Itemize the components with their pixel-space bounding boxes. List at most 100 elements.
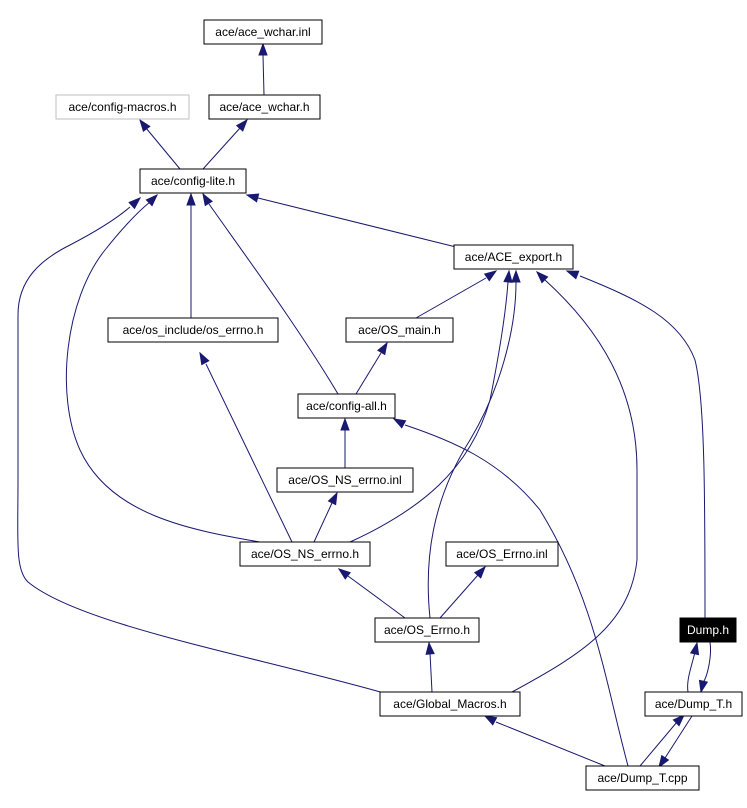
edge-dump-t-cpp-to-config-all-line	[404, 424, 629, 767]
node-label: ace/Dump_T.cpp	[597, 771, 687, 785]
node-label: ace/os_include/os_errno.h	[123, 323, 264, 337]
edge-config-lite-to-config-macros-arrowhead	[139, 118, 151, 133]
edge-dump-h-to-dump-t-h-line	[702, 641, 711, 684]
node-os-errno-inl[interactable]: ace/OS_Errno.inl	[445, 541, 559, 567]
node-label: ace/OS_NS_errno.h	[251, 547, 359, 561]
edge-os-errno-h-to-ace-export	[427, 269, 521, 619]
node-global-macros[interactable]: ace/Global_Macros.h	[379, 691, 521, 717]
edge-wchar-h-to-wchar-inl-line	[262, 54, 265, 96]
edge-os-ns-errno-h-to-ace-export-line	[349, 281, 509, 543]
node-dump-h[interactable]: Dump.h	[679, 617, 737, 643]
edge-global-macros-to-os-errno-h-arrowhead	[425, 641, 435, 655]
edge-os-ns-errno-inl-to-config-all	[340, 417, 350, 468]
edge-os-include-errno-to-config-lite-arrowhead	[186, 192, 196, 206]
node-config-all[interactable]: ace/config-all.h	[297, 393, 396, 419]
edge-os-ns-errno-h-to-os-include-errno-arrowhead	[199, 351, 210, 366]
edge-os-errno-h-to-os-ns-errno-h-arrowhead	[337, 568, 351, 580]
edge-dump-t-h-to-dump-t-cpp-arrowhead	[658, 754, 670, 769]
edge-wchar-h-to-wchar-inl	[258, 42, 268, 96]
edge-dump-t-h-to-ace-export-line	[579, 275, 706, 619]
edge-dump-t-cpp-to-dump-t-h	[639, 713, 686, 767]
edge-os-ns-errno-inl-to-config-all-arrowhead	[340, 417, 350, 431]
edge-config-lite-to-wchar-h-arrowhead	[235, 118, 248, 132]
node-label: ace/ace_wchar.inl	[215, 25, 310, 39]
edge-dump-t-cpp-to-global-macros	[483, 715, 606, 767]
edge-dump-t-h-to-ace-export	[565, 270, 706, 619]
edge-ace-export-to-config-lite-line	[257, 197, 457, 248]
edge-config-lite-to-wchar-h	[202, 118, 248, 170]
edge-global-macros-to-ace-export-line	[511, 279, 638, 693]
edge-os-ns-errno-h-to-ace-export	[349, 269, 513, 543]
edge-global-macros-to-ace-export	[511, 270, 638, 693]
edge-dump-t-h-to-dump-h	[687, 641, 700, 693]
edge-os-errno-h-to-ace-export-line	[427, 281, 517, 619]
edge-global-macros-to-os-errno-h	[425, 641, 435, 693]
node-os-include-errno[interactable]: ace/os_include/os_errno.h	[107, 317, 279, 343]
edge-config-all-to-config-lite-arrowhead	[202, 192, 213, 207]
edge-dump-t-cpp-to-config-all	[392, 418, 629, 767]
edge-dump-t-cpp-to-dump-t-h-arrowhead	[672, 713, 686, 727]
edge-dump-t-cpp-to-global-macros-line	[495, 721, 606, 767]
node-label: ace/Global_Macros.h	[393, 697, 506, 711]
node-label: ace/OS_Errno.h	[384, 623, 470, 637]
edge-os-include-errno-to-config-lite	[186, 192, 196, 318]
node-config-macros: ace/config-macros.h	[55, 94, 190, 120]
edge-global-macros-to-config-lite-arrowhead	[128, 197, 142, 210]
graph-edges	[17, 42, 711, 769]
edge-os-main-to-ace-export	[415, 270, 498, 319]
node-config-lite[interactable]: ace/config-lite.h	[139, 168, 247, 194]
node-label: ace/OS_NS_errno.inl	[288, 473, 401, 487]
edge-dump-t-h-to-dump-t-cpp-line	[664, 715, 693, 759]
graph-nodes: ace/ace_wchar.inl ace/config-macros.h ac…	[55, 19, 743, 791]
edge-global-macros-to-ace-export-arrowhead	[535, 270, 549, 284]
node-label: ace/OS_Errno.inl	[456, 547, 547, 561]
node-dump-t-cpp[interactable]: ace/Dump_T.cpp	[585, 765, 700, 791]
node-os-main[interactable]: ace/OS_main.h	[345, 317, 454, 343]
edge-ace-export-to-config-lite-arrowhead	[245, 193, 260, 203]
edge-config-lite-to-config-macros	[139, 118, 181, 170]
edge-dump-h-to-dump-t-h	[698, 641, 711, 694]
edge-config-all-to-os-main	[355, 341, 388, 395]
edge-config-all-to-config-lite-line	[208, 203, 339, 395]
edge-os-ns-errno-h-to-os-ns-errno-inl-arrowhead	[327, 491, 338, 506]
edge-os-errno-h-to-os-errno-inl-arrowhead	[473, 565, 486, 579]
node-os-errno-h[interactable]: ace/OS_Errno.h	[374, 617, 480, 643]
edge-os-ns-errno-h-to-os-include-errno-line	[205, 363, 293, 543]
node-label: ace/Dump_T.h	[655, 697, 732, 711]
node-dump-t-h[interactable]: ace/Dump_T.h	[644, 691, 743, 717]
edge-config-lite-to-config-macros-line	[145, 127, 181, 170]
edge-dump-t-cpp-to-global-macros-arrowhead	[483, 715, 498, 726]
node-label: ace/config-macros.h	[68, 100, 176, 114]
node-label: ace/ACE_export.h	[465, 250, 562, 264]
edge-os-ns-errno-h-to-os-ns-errno-inl	[313, 491, 338, 543]
edge-dump-t-h-to-dump-h-arrowhead	[689, 641, 700, 656]
node-ace-wchar-h[interactable]: ace/ace_wchar.h	[208, 94, 321, 120]
node-ace-export[interactable]: ace/ACE_export.h	[453, 244, 574, 270]
edge-global-macros-to-os-errno-h-line	[429, 652, 433, 693]
edge-os-main-to-ace-export-arrowhead	[483, 270, 498, 282]
node-os-ns-errno-inl[interactable]: ace/OS_NS_errno.inl	[276, 467, 414, 493]
edge-config-all-to-config-lite	[202, 192, 339, 395]
edge-config-all-to-os-main-arrowhead	[377, 341, 388, 356]
edge-dump-t-h-to-dump-t-cpp	[658, 715, 693, 769]
edge-os-ns-errno-h-to-os-ns-errno-inl-line	[313, 502, 333, 543]
node-label: ace/ace_wchar.h	[219, 100, 309, 114]
edge-global-macros-to-config-lite-line	[17, 206, 385, 694]
edge-dump-t-h-to-dump-h-line	[687, 651, 696, 693]
edge-ace-export-to-config-lite	[245, 193, 457, 248]
edge-os-ns-errno-h-to-config-lite-arrowhead	[145, 193, 159, 207]
node-os-ns-errno-h[interactable]: ace/OS_NS_errno.h	[239, 541, 371, 567]
edge-dump-t-cpp-to-dump-t-h-line	[639, 721, 678, 767]
node-ace-wchar-inl[interactable]: ace/ace_wchar.inl	[203, 19, 323, 45]
edge-os-errno-h-to-os-errno-inl	[439, 565, 486, 619]
edge-os-ns-errno-h-to-config-lite-line	[65, 201, 261, 543]
edge-os-ns-errno-h-to-ace-export-arrowhead	[503, 269, 513, 283]
edge-config-all-to-os-main-line	[355, 352, 382, 395]
node-label: ace/config-all.h	[306, 399, 387, 413]
edge-dump-t-h-to-ace-export-arrowhead	[565, 270, 580, 280]
edge-os-ns-errno-h-to-config-lite	[65, 193, 261, 543]
edge-os-main-to-ace-export-line	[415, 277, 487, 319]
edge-os-ns-errno-h-to-os-include-errno	[199, 351, 293, 543]
node-label: ace/config-lite.h	[151, 174, 235, 188]
